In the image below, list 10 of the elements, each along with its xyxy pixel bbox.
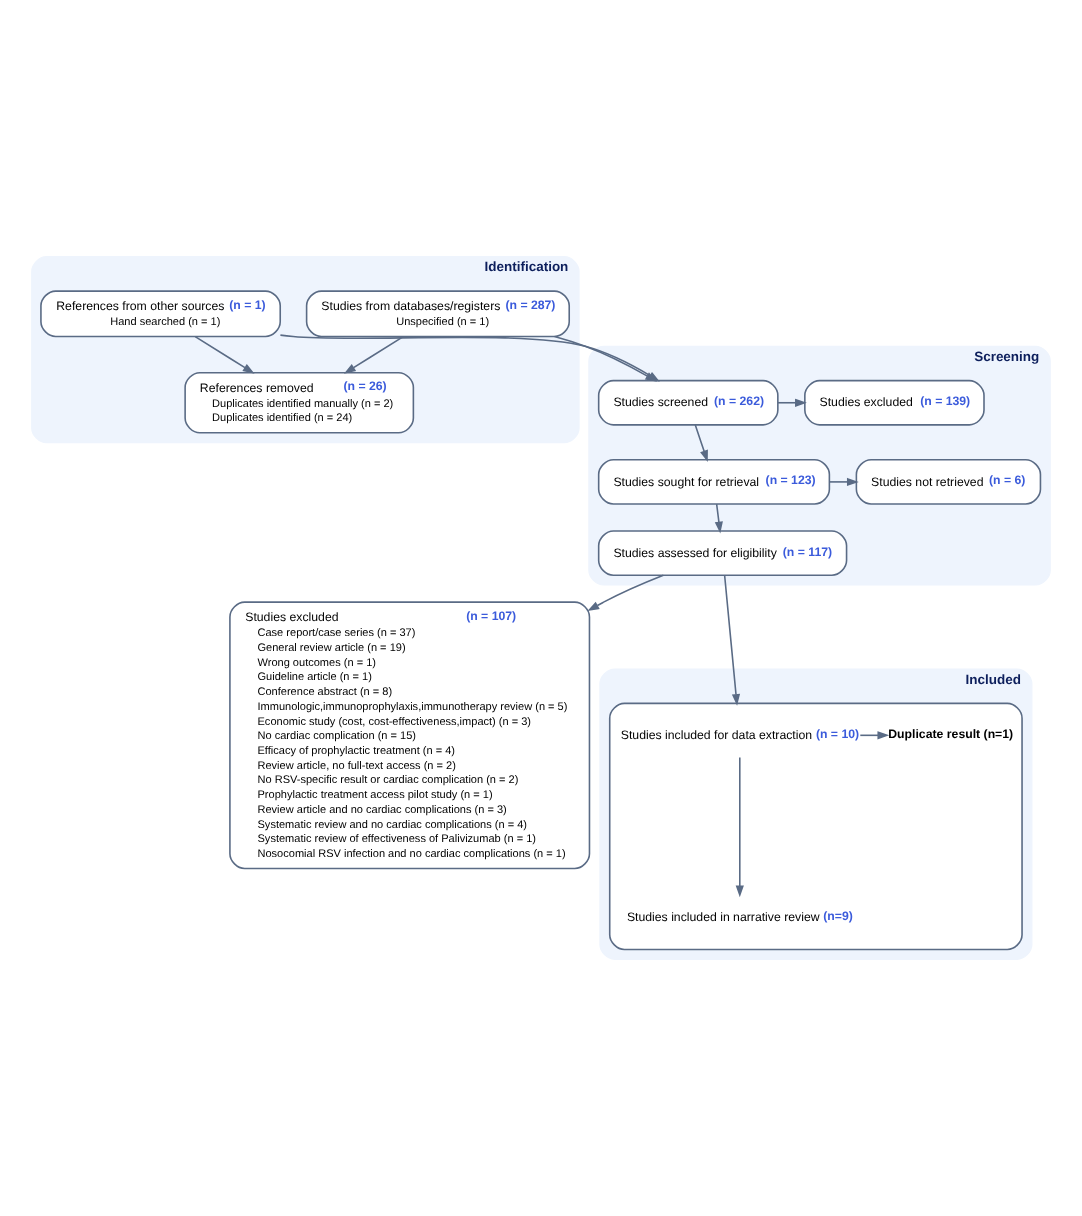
arrow: [735, 756, 744, 898]
arrow: [714, 503, 723, 534]
arrow: [828, 477, 859, 487]
arrow: [694, 424, 708, 463]
arrow: [587, 574, 665, 612]
arrow: [777, 398, 807, 407]
arrow: [194, 335, 255, 374]
cluster: [608, 702, 1023, 951]
arrow: [723, 574, 741, 706]
arrow: [343, 335, 405, 374]
